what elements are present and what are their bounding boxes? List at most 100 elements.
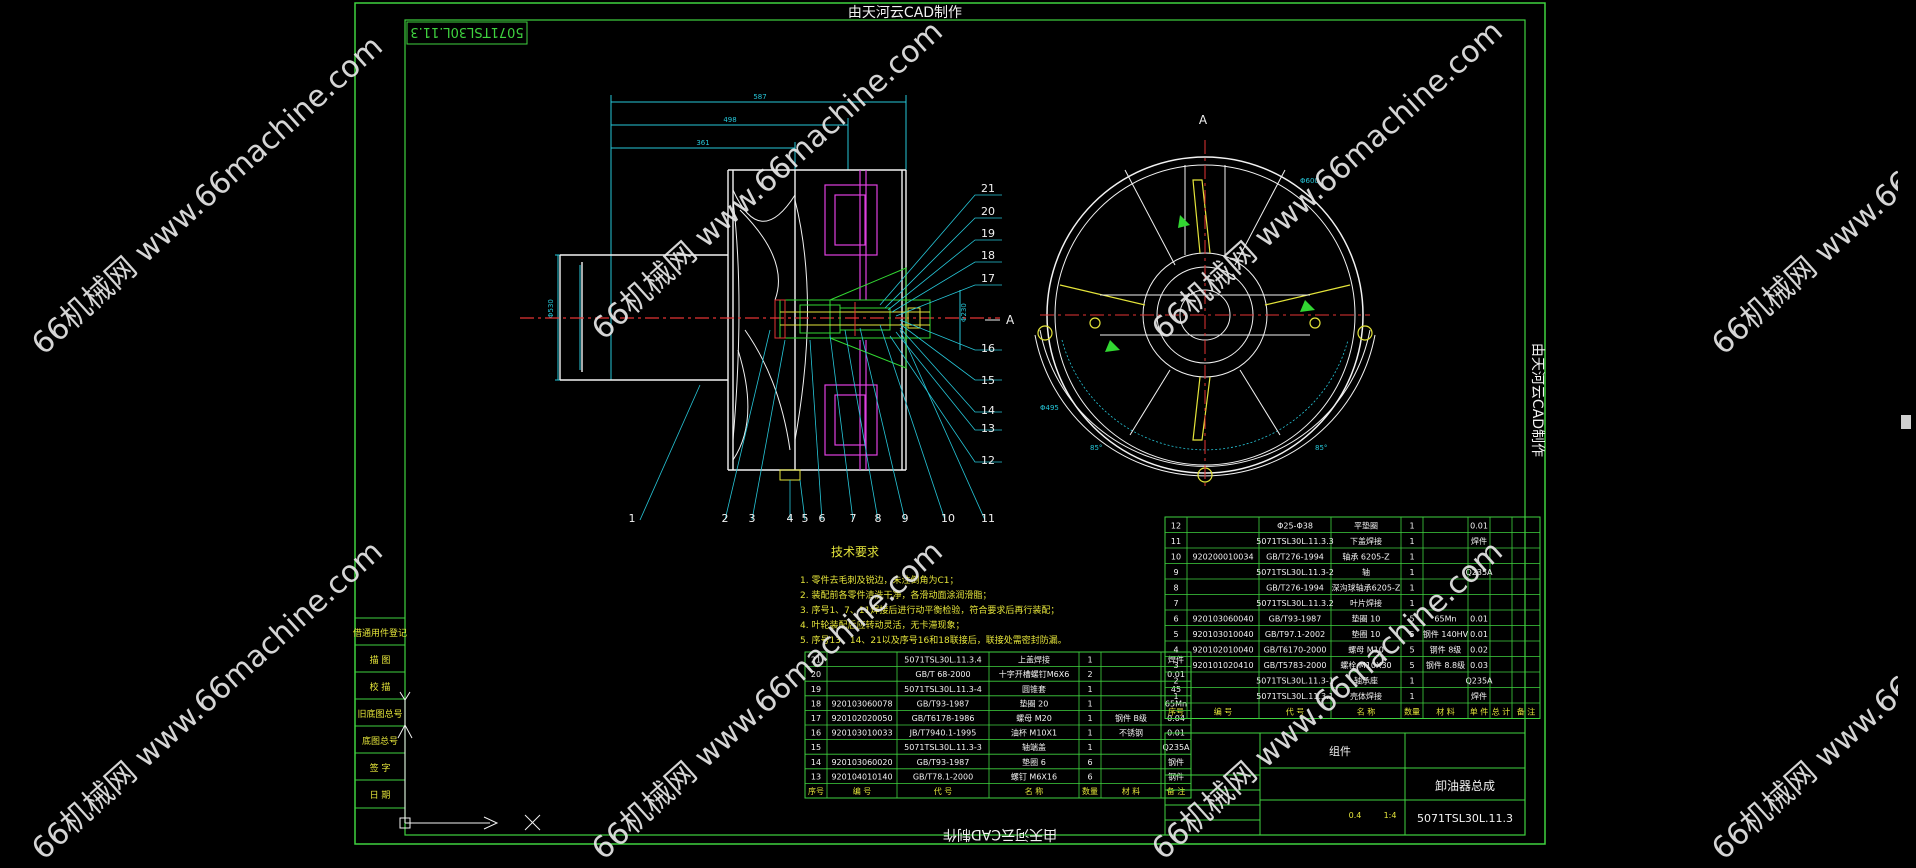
bom-header-cell: 备 注 <box>1517 707 1536 717</box>
bom-cell: 0.01 <box>1470 615 1488 624</box>
bom-cell: 1 <box>1173 692 1178 701</box>
bom-cell: 920200010034 <box>1192 553 1253 562</box>
bom-cell: 3 <box>1173 661 1178 670</box>
bom-cell: 17 <box>811 714 821 723</box>
bom-cell: GB/T6178-1986 <box>912 714 975 723</box>
bom-cell: 5 <box>1409 646 1414 655</box>
scrollbar-thumb[interactable] <box>1901 415 1911 429</box>
section-view: 587 498 361 Φ530 Φ230 <box>520 93 1015 525</box>
bom-cell: 5071TSL30L.11.3.1 <box>1256 692 1333 701</box>
bom-cell: 18 <box>811 699 821 708</box>
bom-cell: 920102020050 <box>831 714 892 723</box>
bom-cell: 6 <box>1087 772 1092 781</box>
leader-11: 11 <box>981 512 995 525</box>
leader-2: 2 <box>722 512 729 525</box>
dim-phi495: Φ495 <box>1040 404 1059 412</box>
bom-header-cell: 编 号 <box>853 786 872 796</box>
bom-cell: 上盖焊接 <box>1018 655 1050 665</box>
bom-cell: 920103010040 <box>1192 630 1253 639</box>
leader-13: 13 <box>981 422 995 435</box>
bom-header-cell: 数量 <box>1082 786 1098 796</box>
bom-cell: 螺母 M10 <box>1348 645 1384 655</box>
tech-line-1: 1. 零件去毛刺及锐边，未注倒角为C1； <box>800 574 958 586</box>
bom-cell: 1 <box>1409 599 1414 608</box>
bom-cell: 1 <box>1087 743 1092 752</box>
bom-cell: 21 <box>811 656 821 665</box>
bom-header-cell: 序号 <box>1168 707 1184 717</box>
leader-1: 1 <box>629 512 636 525</box>
leader-19: 19 <box>981 227 995 240</box>
leader-7: 7 <box>850 512 857 525</box>
leader-20: 20 <box>981 205 995 218</box>
bom-header-cell: 序号 <box>808 786 824 796</box>
bom-cell: 920103060040 <box>1192 615 1253 624</box>
bottom-lug <box>779 469 801 481</box>
bom-cell: 壳体焊接 <box>1350 691 1382 701</box>
bom-cell: 5 <box>1409 615 1414 624</box>
bom-cell: 螺母 M20 <box>1016 713 1052 723</box>
sheet-outer-frame <box>354 2 1546 845</box>
title-scale: 1:4 <box>1384 811 1397 820</box>
bom-cell: 焊件 <box>1168 655 1184 665</box>
bom-cell: 1 <box>1409 568 1414 577</box>
bom-cell: Q235A <box>1465 568 1493 577</box>
leader-18: 18 <box>981 249 995 262</box>
bom-cell: GB/T97.1-2002 <box>1265 630 1325 639</box>
tech-line-5: 5. 序号13、14、21以及序号16和18联接后，联接处需密封防漏。 <box>800 634 1067 646</box>
tech-line-2: 2. 装配前各零件清洗干净，各滑动面涂润滑脂； <box>800 589 991 601</box>
bom-cell: 20 <box>811 670 821 679</box>
bom-header-cell: 编 号 <box>1214 707 1233 717</box>
bom-cell: 920103060020 <box>831 758 892 767</box>
leader-5: 5 <box>802 512 809 525</box>
top-title: 由天河云CAD制作 <box>848 5 962 21</box>
bom-cell: 8 <box>1173 584 1178 593</box>
leader-4: 4 <box>787 512 794 525</box>
bom-cell: 920103010033 <box>831 729 892 738</box>
bom-cell: GB/T93-1987 <box>917 758 970 767</box>
bom-header-cell: 单 件 <box>1470 707 1489 717</box>
bom-cell: 轴承 6205-Z <box>1342 552 1390 562</box>
tech-line-4: 4. 叶轮装配后应转动灵活，无卡滞现象； <box>800 619 964 631</box>
side-label-3: 校 描 <box>370 681 391 693</box>
leader-17: 17 <box>981 272 995 285</box>
leader-3: 3 <box>749 512 756 525</box>
bom-cell: Φ25-Φ38 <box>1277 522 1313 531</box>
bom-cell: 16 <box>811 729 821 738</box>
bom-cell: 1 <box>1087 685 1092 694</box>
bom-cell: 13 <box>811 772 821 781</box>
bom-cell: GB/T 68-2000 <box>915 670 970 679</box>
bom-cell: 十字开槽螺钉M6X6 <box>999 669 1070 679</box>
side-label-2: 描 图 <box>370 654 391 666</box>
bottom-title: 由天河云CAD制作 <box>943 826 1057 842</box>
bom-cell: 5071TSL30L.11.3-3 <box>904 743 982 752</box>
bom-cell: 920103060078 <box>831 699 892 708</box>
title-sheet: 0.4 <box>1349 811 1362 820</box>
bom-cell: 15 <box>811 743 821 752</box>
side-label-4: 旧底图总号 <box>357 708 402 720</box>
dim-phi230: Φ230 <box>960 303 968 322</box>
cad-drawing-canvas: 由天河云CAD制作 由天河云CAD制作 由天河云CAD制作 5071TSL30L… <box>353 2 1546 845</box>
bom-cell: 920101020410 <box>1192 661 1253 670</box>
dim-85-right: 85° <box>1315 444 1327 452</box>
bom-cell: 钢件 8级 <box>1430 645 1462 655</box>
leader-9: 9 <box>902 512 909 525</box>
bom-cell: 0.01 <box>1470 630 1488 639</box>
bom-cell: 钢件 <box>1168 771 1184 781</box>
bom-cell: GB/T276-1994 <box>1266 584 1324 593</box>
bom-cell: 1 <box>1087 714 1092 723</box>
bom-cell: 65Mn <box>1434 615 1456 624</box>
bom-cell: 5071TSL30L.11.3.3 <box>1256 537 1333 546</box>
vertical-scrollbar[interactable] <box>1898 0 1916 847</box>
side-label-1: 借通用件登记 <box>353 627 407 639</box>
bom-cell: 钢件 <box>1168 757 1184 767</box>
bom-cell: 圆锥套 <box>1022 684 1046 694</box>
bom-cell: GB/T78.1-2000 <box>913 772 973 781</box>
bom-cell: GB/T93-1987 <box>917 699 970 708</box>
bom-cell: 920104010140 <box>831 772 892 781</box>
bom-cell: 1 <box>1409 692 1414 701</box>
bom-cell: 10 <box>1171 553 1181 562</box>
tech-line-3: 3. 序号1、7、11焊接后进行动平衡检验，符合要求后再行装配； <box>800 604 1059 616</box>
bom-cell: 65Mn <box>1165 699 1187 708</box>
side-label-7: 日 期 <box>370 790 391 801</box>
bom-cell: 920102010040 <box>1192 646 1253 655</box>
